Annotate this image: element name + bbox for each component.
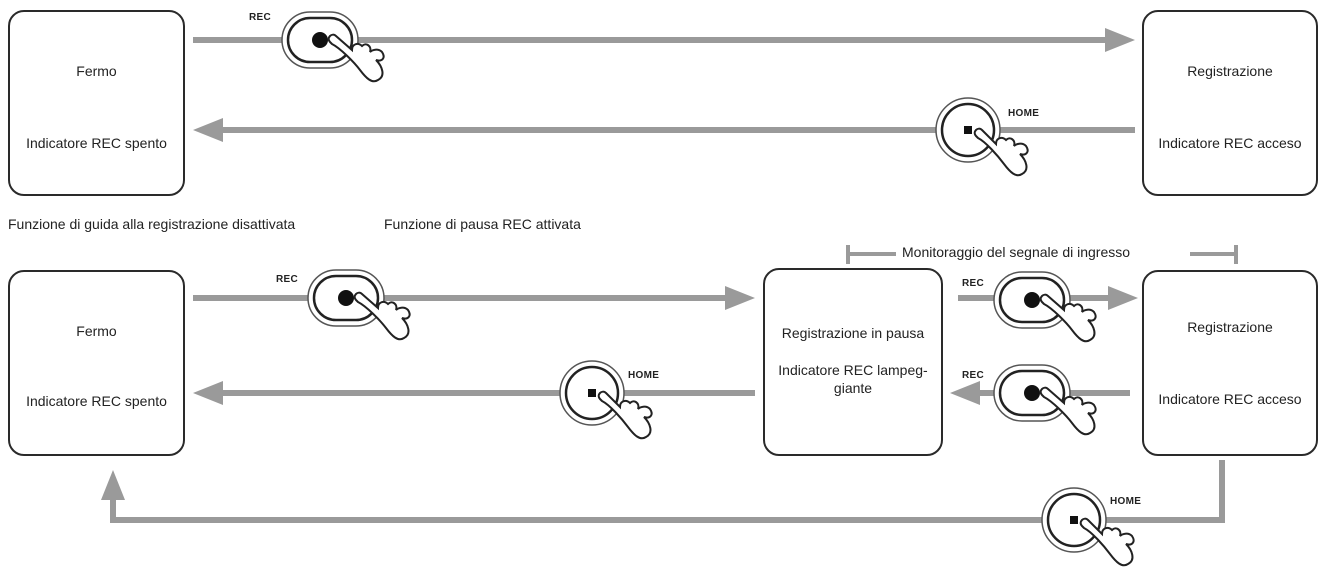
- rec-button-icon: [307, 269, 411, 341]
- state-stop-box: Fermo Indicatore REC spento: [8, 270, 185, 456]
- rec-button-icon: [993, 364, 1097, 436]
- monitor-label: Monitoraggio del segnale di ingresso: [902, 244, 1131, 260]
- home-button-icon: [559, 360, 653, 440]
- state-indicator: Indicatore REC acceso: [1158, 135, 1302, 151]
- state-paused-box: Registrazione in pausa Indicatore REC la…: [763, 268, 943, 456]
- state-recording-box: Registrazione Indicatore REC acceso: [1142, 270, 1318, 456]
- rec-button-label: REC: [962, 278, 985, 289]
- home-button-label: HOME: [1110, 496, 1142, 507]
- rec-button-label: REC: [276, 274, 299, 285]
- home-button-label: HOME: [628, 370, 660, 381]
- state-title: Registrazione in pausa: [781, 325, 925, 341]
- arrow-bottom-stop-to-pause: [193, 286, 755, 310]
- state-indicator: Indicatore REC lampeg-: [778, 362, 928, 378]
- state-stop-box: Fermo Indicatore REC spento: [8, 10, 185, 196]
- rec-button-label: REC: [249, 12, 272, 23]
- state-recording-box: Registrazione Indicatore REC acceso: [1142, 10, 1318, 196]
- arrow-bottom-rec-to-stop-loop: [101, 460, 1225, 523]
- state-title: Fermo: [76, 63, 117, 79]
- home-button-icon: [1041, 487, 1135, 567]
- rec-button-icon: [281, 11, 385, 83]
- state-title: Registrazione: [1187, 319, 1273, 335]
- caption-pause-on: Funzione di pausa REC attivata: [384, 216, 581, 232]
- rec-button-icon: [993, 271, 1097, 343]
- state-indicator-cont: giante: [833, 380, 873, 396]
- state-title: Fermo: [76, 323, 117, 339]
- rec-button-label: REC: [962, 370, 985, 381]
- home-button-icon: [935, 97, 1029, 177]
- state-indicator: Indicatore REC spento: [26, 135, 167, 151]
- caption-guide-off: Funzione di guida alla registrazione dis…: [8, 216, 296, 232]
- arrow-bottom-pause-to-stop: [193, 381, 755, 405]
- state-indicator: Indicatore REC spento: [26, 393, 167, 409]
- state-title: Registrazione: [1187, 63, 1273, 79]
- monitor-bracket: [846, 245, 1238, 264]
- home-button-label: HOME: [1008, 108, 1040, 119]
- state-indicator: Indicatore REC acceso: [1158, 391, 1302, 407]
